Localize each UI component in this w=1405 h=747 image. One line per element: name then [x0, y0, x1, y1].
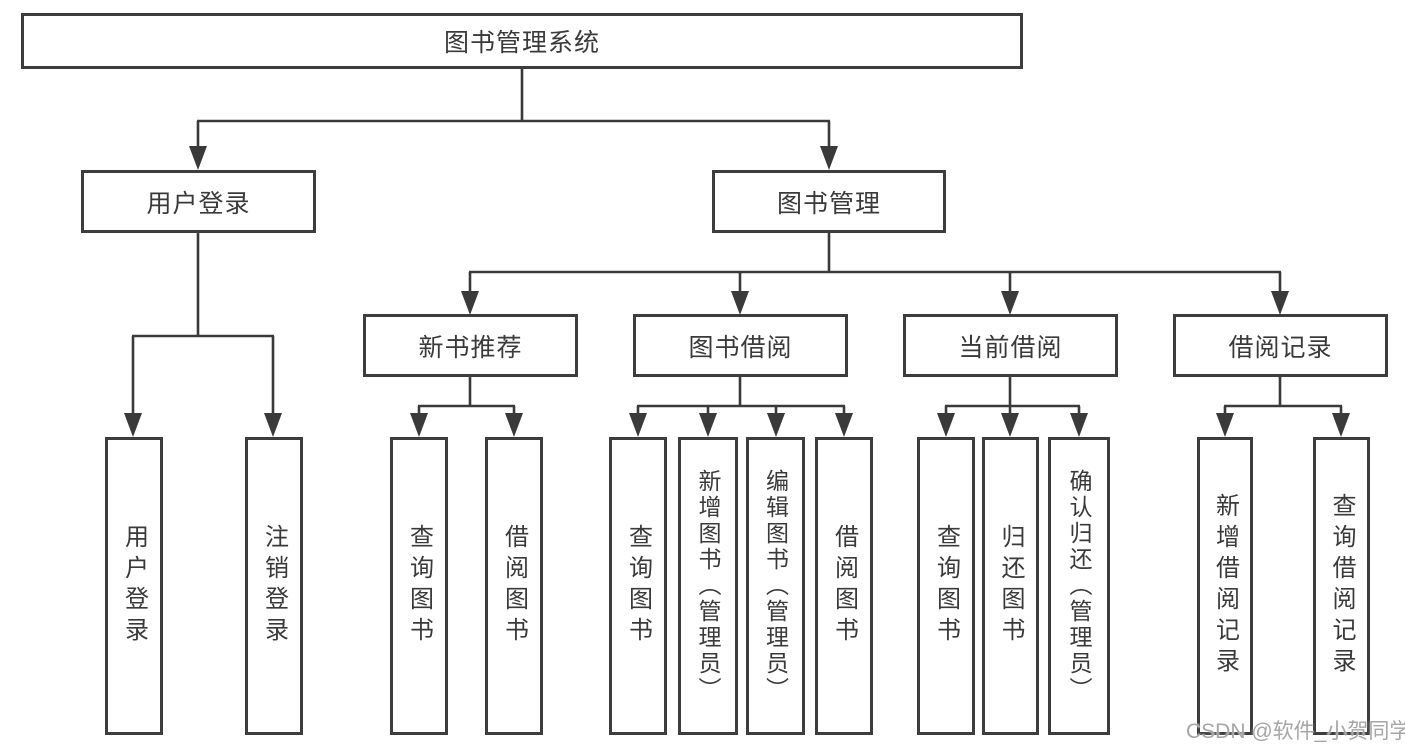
leaf-confirm-return-admin: 确认归还（管理员） — [1048, 437, 1110, 735]
node-book-borrow: 图书借阅 — [633, 314, 848, 377]
arrowhead — [124, 413, 142, 437]
connector-root-branch — [196, 69, 831, 152]
leaf-user-login: 用户登录 — [105, 437, 163, 735]
node-root: 图书管理系统 — [21, 13, 1023, 69]
leaf-query-books-current: 查询图书 — [917, 437, 975, 735]
arrowhead — [1070, 413, 1088, 437]
leaf-return-book: 归还图书 — [982, 437, 1039, 735]
arrowhead — [767, 413, 785, 437]
connector-borrow-record-branch — [1223, 377, 1343, 419]
connector-current-borrow-branch — [944, 377, 1081, 419]
arrowhead — [1001, 291, 1019, 315]
arrowhead — [820, 146, 838, 170]
arrowhead — [461, 291, 479, 315]
arrowhead — [189, 146, 207, 170]
leaf-logout: 注销登录 — [245, 437, 303, 735]
arrowhead — [410, 413, 428, 437]
node-borrow-records: 借阅记录 — [1173, 314, 1388, 377]
leaf-add-book-admin: 新增图书（管理员） — [678, 437, 738, 735]
leaf-query-borrow-record: 查询借阅记录 — [1313, 437, 1370, 735]
node-user-login: 用户登录 — [81, 170, 316, 233]
leaf-add-borrow-record: 新增借阅记录 — [1197, 437, 1253, 735]
arrowhead — [937, 413, 955, 437]
node-current-borrow: 当前借阅 — [903, 314, 1118, 377]
arrowhead — [835, 413, 853, 437]
arrowhead — [1001, 413, 1019, 437]
arrowhead — [1216, 413, 1234, 437]
arrowhead — [1271, 291, 1289, 315]
node-book-management: 图书管理 — [712, 170, 946, 233]
leaf-query-books-borrow: 查询图书 — [609, 437, 667, 735]
arrowhead — [731, 291, 749, 315]
arrowhead — [629, 413, 647, 437]
node-new-book-recommend: 新书推荐 — [363, 314, 578, 377]
leaf-borrow-books-recommend: 借阅图书 — [485, 437, 543, 735]
arrowhead — [1332, 413, 1350, 437]
arrowhead — [505, 413, 523, 437]
connector-new-book-branch — [417, 377, 516, 419]
leaf-query-books-recommend: 查询图书 — [390, 437, 448, 735]
leaf-borrow-books-borrow: 借阅图书 — [815, 437, 873, 735]
connector-user-login-branch — [131, 233, 275, 419]
connector-book-mgmt-branch — [468, 233, 1282, 297]
connector-book-borrow-branch — [636, 377, 846, 419]
arrowhead — [264, 413, 282, 437]
leaf-edit-book-admin: 编辑图书（管理员） — [746, 437, 805, 735]
arrowhead — [699, 413, 717, 437]
watermark: CSDN @软件_小贺同学 — [1186, 720, 1405, 743]
